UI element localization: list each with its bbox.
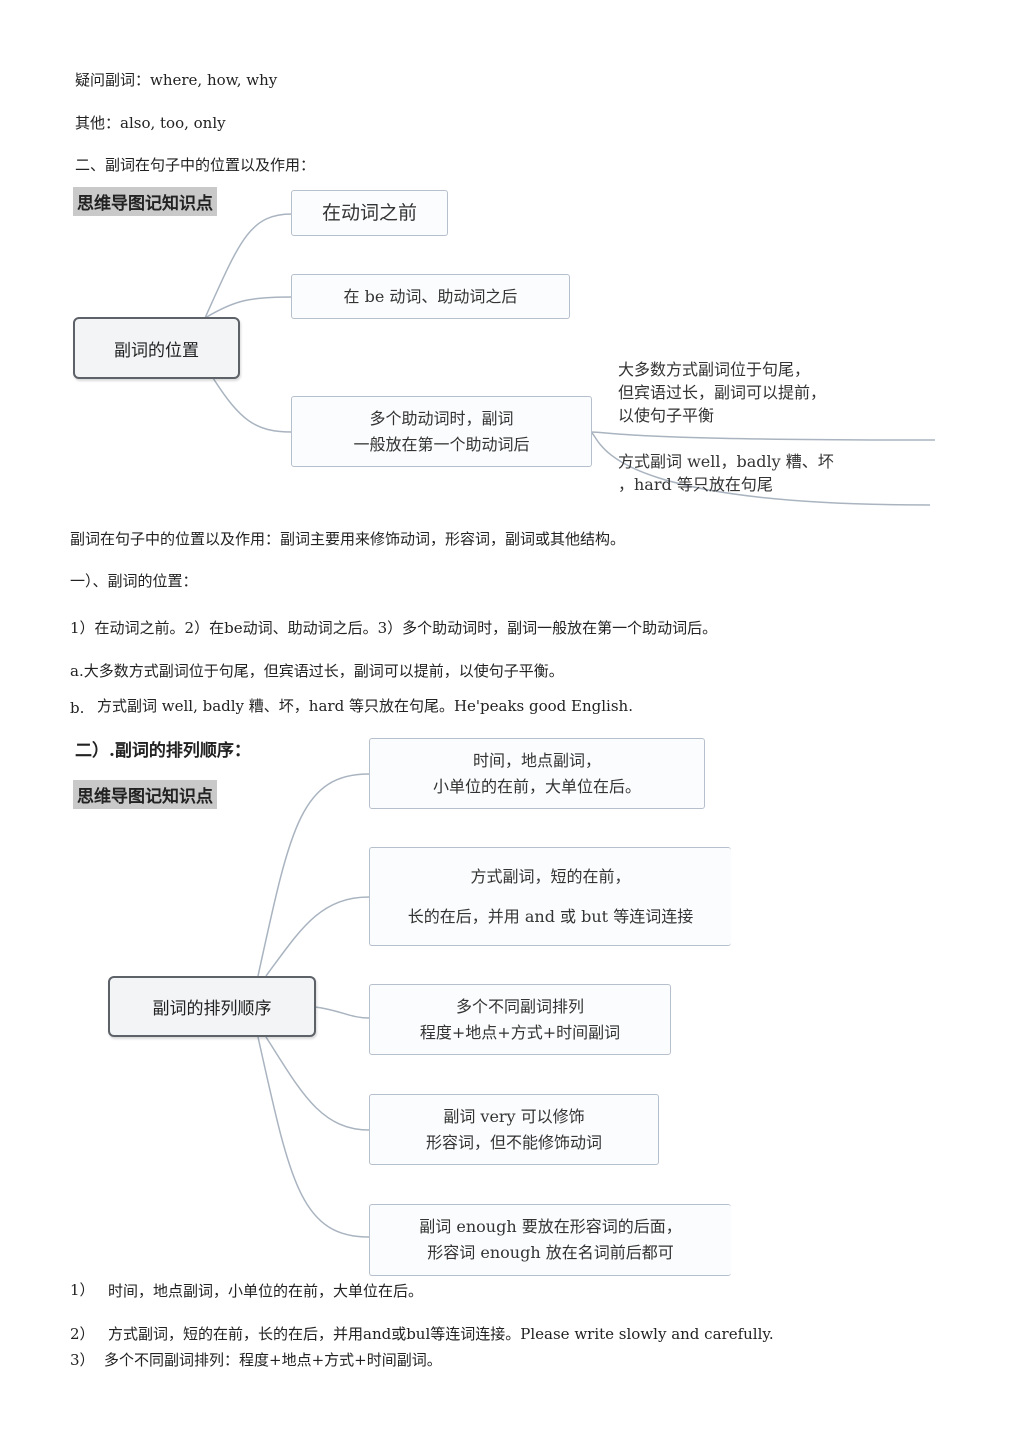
order-node-very: 副词 very 可以修饰 形容词，但不能修饰动词 [369, 1094, 659, 1165]
node-label: 在动词之前 [321, 202, 417, 224]
subsection-1-title: 一）、副词的位置： [70, 572, 198, 590]
node-multiple-auxiliaries: 多个助动词时，副词 一般放在第一个助动词后 [291, 396, 592, 467]
node-line-2: 长的在后，并用 and 或 but 等连词连接 [407, 906, 694, 926]
side-note-well-badly: 方式副词 well，badly 糟、坏 ，hard 等只放在句尾 [618, 450, 834, 496]
node-line-1: 副词 very 可以修饰 [443, 1106, 585, 1126]
node-line-1: 方式副词，短的在前， [470, 866, 631, 886]
node-label: 在 be 动词、助动词之后 [343, 286, 518, 306]
section-2-title: 二、副词在句子中的位置以及作用： [75, 156, 316, 174]
connector-to-node3 [212, 377, 293, 433]
center-node-adverb-order: 副词的排列顺序 [108, 976, 316, 1037]
side-line-1: 方式副词 well，badly 糟、坏 [618, 452, 834, 471]
subsection-2-heading: 二）.副词的排列顺序： [75, 741, 251, 761]
connector-to-side1 [590, 431, 936, 441]
mindmap-tag: 思维导图记知识点 [73, 780, 217, 809]
order-item-1-text: 时间，地点副词，小单位的在前，大单位在后。 [108, 1282, 424, 1300]
point-a: a.大多数方式副词位于句尾，但宾语过长，副词可以提前，以使句子平衡。 [70, 662, 564, 680]
node-after-be-verb: 在 be 动词、助动词之后 [291, 274, 570, 319]
center-node-adverb-position: 副词的位置 [73, 317, 240, 379]
order-node-multiple-adverbs: 多个不同副词排列 程度+地点+方式+时间副词 [369, 984, 671, 1055]
side-line-2: ，hard 等只放在句尾 [618, 475, 773, 494]
mindmap-tag: 思维导图记知识点 [73, 187, 217, 216]
center-label: 副词的排列顺序 [152, 999, 272, 1019]
connector-to-order-node5 [257, 1036, 370, 1238]
node-line-1: 多个助动词时，副词 [369, 408, 514, 428]
other-adverbs-line: 其他：also, too, only [75, 114, 226, 132]
side-note-manner-end: 大多数方式副词位于句尾， 但宾语过长，副词可以提前， 以使句子平衡 [618, 358, 826, 427]
position-summary: 副词在句子中的位置以及作用：副词主要用来修饰动词，形容词，副词或其他结构。 [70, 530, 626, 548]
side-line-2: 但宾语过长，副词可以提前， [618, 383, 827, 402]
order-node-manner: 方式副词，短的在前， 长的在后，并用 and 或 but 等连词连接 [369, 847, 731, 946]
order-item-3-text: 多个不同副词排列：程度+地点+方式+时间副词。 [104, 1351, 442, 1369]
interrogative-adverbs-line: 疑问副词：where, how, why [75, 71, 278, 89]
order-item-2-text: 方式副词，短的在前，长的在后，并用and或bul等连词连接。Please wri… [108, 1325, 774, 1343]
node-line-1: 时间，地点副词， [472, 750, 601, 770]
connector-to-node1 [204, 213, 293, 319]
connector-to-order-node2 [265, 896, 370, 977]
side-line-3: 以使句子平衡 [618, 406, 715, 425]
node-line-2: 形容词，但不能修饰动词 [425, 1132, 602, 1152]
node-line-2: 形容词 enough 放在名词前后都可 [427, 1243, 674, 1262]
connector-to-side2 [590, 431, 931, 506]
order-item-2-number: 2） [70, 1325, 95, 1343]
connector-to-node2 [204, 296, 293, 319]
node-line-2: 小单位的在前，大单位在后。 [432, 776, 641, 796]
order-item-3-number: 3） [70, 1351, 95, 1369]
node-line-1: 多个不同副词排列 [455, 996, 584, 1016]
node-line-1: 副词 enough 要放在形容词的后面， [419, 1217, 682, 1236]
positions-list: 1）在动词之前。2）在be动词、助动词之后。3）多个助动词时，副词一般放在第一个… [70, 619, 718, 637]
order-node-time-place: 时间，地点副词， 小单位的在前，大单位在后。 [369, 738, 705, 809]
order-node-enough: 副词 enough 要放在形容词的后面， 形容词 enough 放在名词前后都可 [369, 1204, 731, 1276]
side-line-1: 大多数方式副词位于句尾， [618, 360, 811, 379]
point-b-marker: b. [70, 699, 85, 717]
center-label: 副词的位置 [114, 340, 199, 361]
node-before-verb: 在动词之前 [291, 190, 448, 236]
connector-to-order-node1 [257, 773, 370, 977]
node-line-2: 程度+地点+方式+时间副词 [419, 1022, 621, 1042]
point-b-text: 方式副词 well, badly 糟、坏，hard 等只放在句尾。He'peak… [97, 697, 633, 715]
order-item-1-number: 1） [70, 1281, 95, 1299]
node-line-2: 一般放在第一个助动词后 [353, 434, 530, 454]
connector-to-order-node4 [265, 1036, 370, 1131]
connector-to-order-node3 [314, 1006, 370, 1019]
